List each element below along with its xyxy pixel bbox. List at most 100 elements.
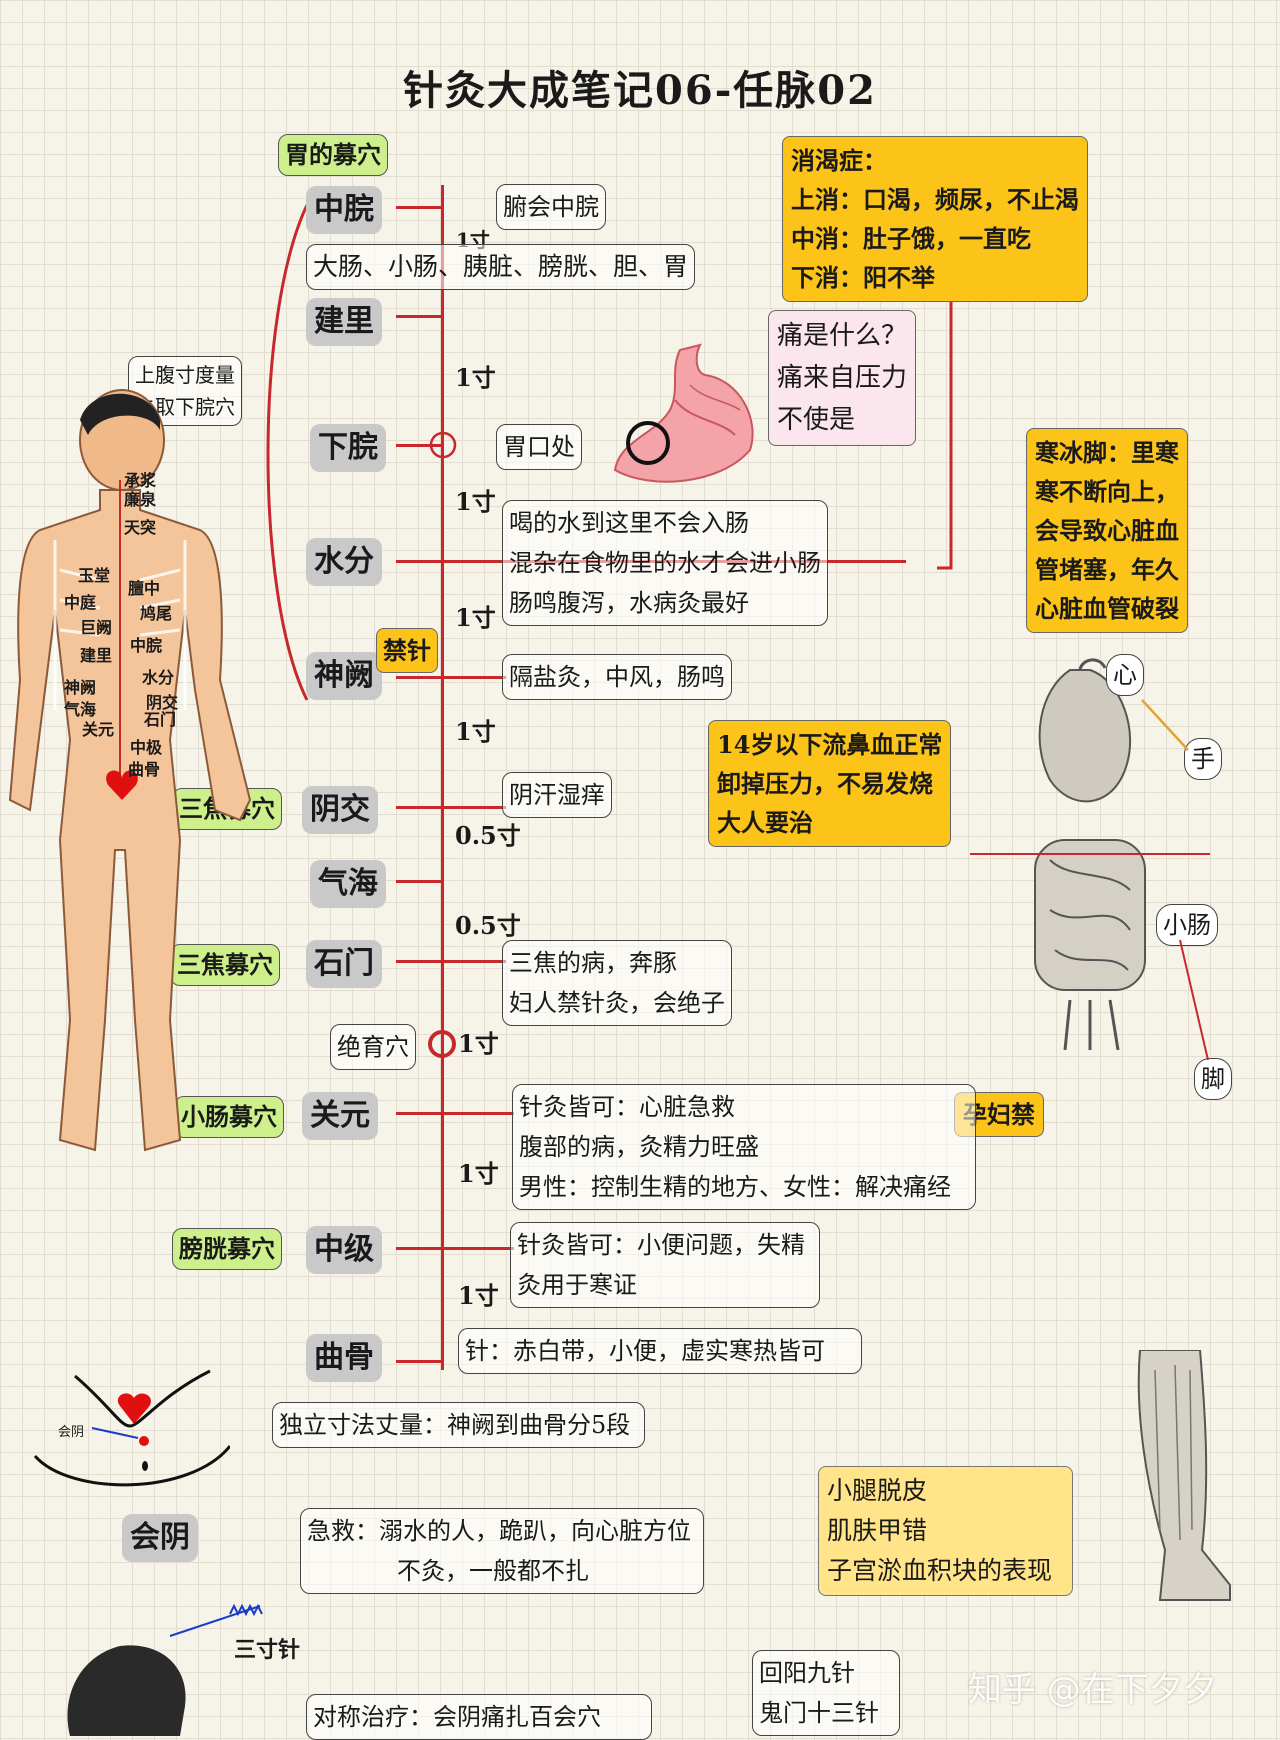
body-label: 中极 xyxy=(130,738,163,757)
perineum-diagram xyxy=(33,1369,230,1487)
note-duicheng: 对称治疗：会阴痛扎百会穴 xyxy=(306,1694,652,1740)
body-label: 玉堂 xyxy=(78,566,111,585)
left-bracket xyxy=(266,204,309,701)
stomach-illustration xyxy=(613,343,754,483)
xiaoke-line: 中消：肚子饿，一直吃 xyxy=(791,224,1031,253)
point-guanyuan: 关元 xyxy=(302,1092,378,1140)
note-line: 肌肤甲错 xyxy=(827,1516,928,1545)
note-qugu: 针：赤白带，小便，虚实寒热皆可 xyxy=(458,1328,862,1374)
point-yinjiao: 阴交 xyxy=(302,786,378,834)
point-shimen: 石门 xyxy=(306,940,382,988)
note-line: 不灸，一般都不扎 xyxy=(397,1557,589,1585)
label-connectors xyxy=(1141,699,1209,1061)
body-label: 承浆 xyxy=(124,471,157,490)
bixue-line: 大人要治 xyxy=(717,808,813,837)
note-duli: 独立寸法丈量：神阙到曲骨分5段 xyxy=(272,1402,646,1448)
body-label: 神阙 xyxy=(64,678,97,697)
tong-line: 痛来自压力 xyxy=(777,363,908,393)
xiawan-circle xyxy=(429,431,457,459)
note-line: 妇人禁针灸，会绝子 xyxy=(509,989,725,1017)
distance-label: 1寸 xyxy=(455,717,496,746)
organ-illustration xyxy=(1034,658,1146,1050)
body-label: 阴交 xyxy=(146,693,179,712)
note-line: 肠鸣腹泻，水病灸最好 xyxy=(509,589,749,617)
hanbing-line: 管堵塞，年久 xyxy=(1035,555,1179,584)
note-line: 小腿脱皮 xyxy=(827,1476,928,1505)
note-organs: 大肠、小肠、胰脏、膀胱、胆、胃 xyxy=(306,244,696,290)
note-xiaotui: 小腿脱皮 肌肤甲错 子宫淤血积块的表现 xyxy=(818,1466,1074,1596)
distance-label: 1寸 xyxy=(458,1281,499,1310)
distance-label: 1寸 xyxy=(455,487,496,516)
meridian-axis xyxy=(441,185,444,1370)
point-huiyin: 会阴 xyxy=(122,1514,198,1562)
human-body-figure xyxy=(8,389,252,1152)
label-xin: 心 xyxy=(1106,654,1144,696)
distance-label: 1寸 xyxy=(458,1159,499,1188)
note-line: 急救：溺水的人，跪趴，向心脏方位 xyxy=(307,1517,691,1545)
note-shuifen: 喝的水到这里不会入肠 混杂在食物里的水才会进小肠 肠鸣腹泻，水病灸最好 xyxy=(502,500,828,626)
note-huiyang: 回阳九针 鬼门十三针 xyxy=(752,1650,900,1736)
hanbing-line: 心脏血管破裂 xyxy=(1035,594,1179,623)
box-bixue: 14岁以下流鼻血正常 卸掉压力，不易发烧 大人要治 xyxy=(708,720,952,847)
point-xiawan: 下脘 xyxy=(310,424,386,472)
tag-jin-zhen: 禁针 xyxy=(376,628,438,673)
body-label: 鸠尾 xyxy=(140,604,173,623)
tag-wei-mu: 胃的募穴 xyxy=(278,134,388,176)
hanbing-line: 寒不断向上， xyxy=(1035,477,1179,506)
distance-label: 0.5寸 xyxy=(455,821,521,850)
point-zhongwan: 中脘 xyxy=(306,186,382,234)
box-hanbing: 寒冰脚：里寒 寒不断向上， 会导致心脏血 管堵塞，年久 心脏血管破裂 xyxy=(1026,428,1188,633)
bixue-line: 14岁以下流鼻血正常 xyxy=(717,730,943,759)
body-label: 中脘 xyxy=(130,636,163,655)
note-line: 腹部的病，灸精力旺盛 xyxy=(519,1133,759,1161)
xiaoke-line: 下消：阳不举 xyxy=(791,263,935,292)
body-label: 气海 xyxy=(64,700,97,719)
box-tong: 痛是什么？ 痛来自压力 不使是 xyxy=(768,310,917,446)
body-label: 建里 xyxy=(80,646,113,665)
hanbing-line: 会导致心脏血 xyxy=(1035,516,1179,545)
body-label: 曲骨 xyxy=(128,760,161,779)
note-guanyuan: 针灸皆可：心脏急救 腹部的病，灸精力旺盛 男性：控制生精的地方、女性：解决痛经 xyxy=(512,1084,976,1210)
body-label: 水分 xyxy=(142,668,175,687)
distance-label: 1寸 xyxy=(455,603,496,632)
bixue-line: 卸掉压力，不易发烧 xyxy=(717,769,933,798)
body-label: 关元 xyxy=(82,720,115,739)
note-yinjiao: 阴汗湿痒 xyxy=(502,772,612,818)
point-shuifen: 水分 xyxy=(306,538,382,586)
note-weikou: 胃口处 xyxy=(496,424,582,470)
jueyu-circle xyxy=(428,1030,456,1058)
body-label: 中庭 xyxy=(64,593,97,612)
body-label: 膻中 xyxy=(128,579,161,598)
label-jiao: 脚 xyxy=(1194,1058,1232,1100)
distance-label: 0.5寸 xyxy=(455,911,521,940)
body-label: 天突 xyxy=(124,518,157,537)
note-line: 喝的水到这里不会入肠 xyxy=(509,509,749,537)
tag-xiaochang-mu: 小肠募穴 xyxy=(174,1096,284,1138)
distance-label: 1寸 xyxy=(458,1029,499,1058)
note-line: 回阳九针 xyxy=(759,1659,855,1687)
point-qihai: 气海 xyxy=(310,860,386,908)
note-fuhui: 腑会中脘 xyxy=(496,184,606,230)
needle-illustration xyxy=(67,1603,263,1736)
point-qugu: 曲骨 xyxy=(306,1334,382,1382)
diaphragm-line xyxy=(970,853,1210,855)
right-bracket xyxy=(937,272,953,570)
note-line: 男性：控制生精的地方、女性：解决痛经 xyxy=(519,1173,951,1201)
label-xiaochang: 小肠 xyxy=(1156,904,1218,946)
body-label: 廉泉 xyxy=(124,490,157,509)
distance-label: 1寸 xyxy=(455,363,496,392)
point-shenque: 神阙 xyxy=(306,652,382,700)
note-line: 针灸皆可：心脏急救 xyxy=(519,1093,735,1121)
note-line: 鬼门十三针 xyxy=(759,1699,879,1727)
tag-pangguang-mu: 膀胱募穴 xyxy=(172,1228,282,1270)
tong-line: 不使是 xyxy=(777,405,856,435)
note-zhongji: 针灸皆可：小便问题，失精 灸用于寒证 xyxy=(510,1222,820,1308)
note-line: 上腹寸度量 xyxy=(135,363,235,387)
hanbing-line: 寒冰脚：里寒 xyxy=(1035,438,1179,467)
point-jianli: 建里 xyxy=(306,298,382,346)
note-line: 子宫淤血积块的表现 xyxy=(827,1556,1053,1585)
note-line: 灸用于寒证 xyxy=(517,1271,637,1299)
leg-illustration xyxy=(1137,1350,1231,1601)
note-huiyin: 急救：溺水的人，跪趴，向心脏方位 不灸，一般都不扎 xyxy=(300,1508,704,1594)
note-line: 混杂在食物里的水才会进小肠 xyxy=(509,549,821,577)
